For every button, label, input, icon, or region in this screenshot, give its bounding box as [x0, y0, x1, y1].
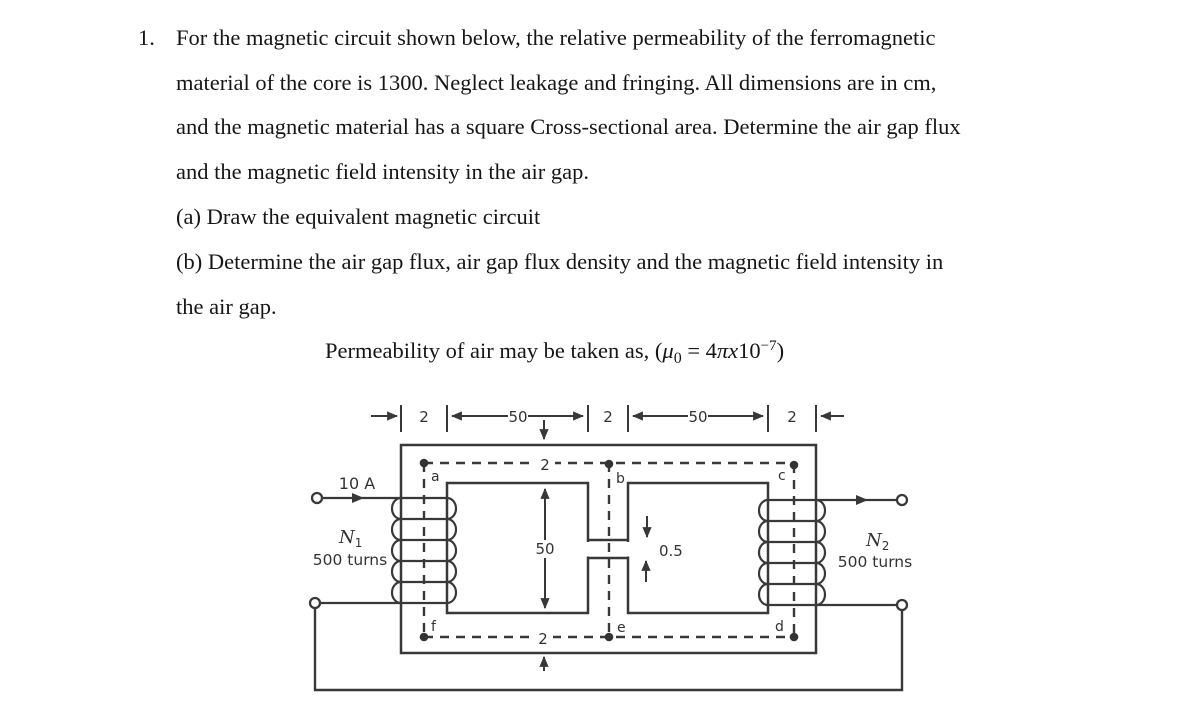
problem-part-a: (a) Draw the equivalent magnetic circuit: [176, 204, 541, 229]
core-left-window: [445, 481, 590, 615]
terminals: [308, 491, 909, 612]
right-coil: [757, 498, 897, 607]
node-dot-c: [789, 460, 799, 470]
n2-base: N: [865, 530, 883, 551]
problem-text-line: and the magnetic field intensity in the …: [176, 159, 589, 184]
node-dot-b: [604, 459, 614, 469]
source-current-label: 10 A: [339, 474, 375, 493]
dim-bottom-limb-thickness: 2: [538, 630, 548, 648]
terminal-left-top: [310, 491, 324, 505]
terminal-right-top: [895, 493, 909, 507]
n2-subscript: 2: [882, 539, 890, 553]
permeability-note: Permeability of air may be taken as, (μ0…: [325, 338, 785, 367]
current-arrow-left: [352, 493, 364, 503]
node-dot-d: [789, 632, 799, 642]
terminal-left-bottom: [308, 596, 322, 610]
core-right-window: [626, 481, 770, 615]
label-patch: [533, 625, 553, 647]
dim-right-window-width: 50: [688, 408, 707, 426]
current-arrow-right: [856, 495, 868, 505]
problem-text-line: the air gap.: [176, 294, 277, 319]
node-label-f: f: [431, 619, 437, 635]
node-label-d: d: [775, 619, 784, 635]
node-label-b: b: [616, 471, 625, 487]
dim-air-gap-length: 0.5: [659, 542, 683, 560]
height-dimension: [539, 487, 652, 671]
bottom-connection-wire: [313, 608, 904, 692]
problem-text-line: For the magnetic circuit shown below, th…: [176, 25, 936, 50]
dim-center-leg-width: 2: [603, 408, 613, 426]
dim-top-limb-thickness: 2: [540, 456, 550, 474]
right-coil-turns-label: 500 turns: [838, 553, 912, 571]
permeability-prefix: Permeability of air may be taken as, (: [325, 338, 663, 363]
terminal-right-bottom: [895, 598, 909, 612]
node-label-c: c: [778, 468, 786, 484]
left-coil-symbol: N1: [338, 527, 362, 550]
node-dot-f: [419, 632, 429, 642]
pi-times: πx: [716, 338, 739, 363]
dim-right-leg-width: 2: [787, 408, 797, 426]
node-label-e: e: [617, 620, 626, 636]
problem-text-line: and the magnetic material has a square C…: [176, 114, 961, 139]
mean-flux-path: [422, 461, 796, 639]
right-coil-winding: [757, 498, 897, 607]
equals-four: = 4: [681, 338, 717, 363]
problem-text-line: material of the core is 1300. Neglect le…: [176, 70, 937, 95]
left-coil-winding: [320, 496, 458, 605]
left-coil: [320, 496, 458, 605]
base-ten: 10: [738, 338, 761, 363]
top-dimension-row: [371, 405, 844, 441]
problem-part-b: (b) Determine the air gap flux, air gap …: [176, 249, 944, 274]
dim-window-height: 50: [535, 540, 554, 558]
exponent: −7: [760, 338, 777, 354]
air-gap-caps: [588, 538, 628, 560]
core-outer-edge: [399, 443, 818, 655]
mu-symbol: μ: [662, 338, 674, 363]
node-dot-a: [419, 458, 429, 468]
permeability-close: ): [776, 338, 785, 363]
flux-path-nodes: [419, 458, 799, 642]
problem-number: 1.: [138, 25, 155, 50]
dim-left-window-width: 50: [508, 408, 527, 426]
current-direction-arrows: [352, 493, 868, 505]
node-dot-e: [604, 632, 614, 642]
left-coil-turns-label: 500 turns: [313, 551, 387, 569]
mu-subscript: 0: [673, 350, 682, 367]
node-label-a: a: [431, 469, 440, 485]
n1-subscript: 1: [355, 536, 363, 550]
label-patch: [535, 451, 555, 473]
right-coil-symbol: N2: [865, 530, 889, 553]
n1-base: N: [338, 527, 356, 548]
dim-left-leg-width: 2: [419, 408, 429, 426]
